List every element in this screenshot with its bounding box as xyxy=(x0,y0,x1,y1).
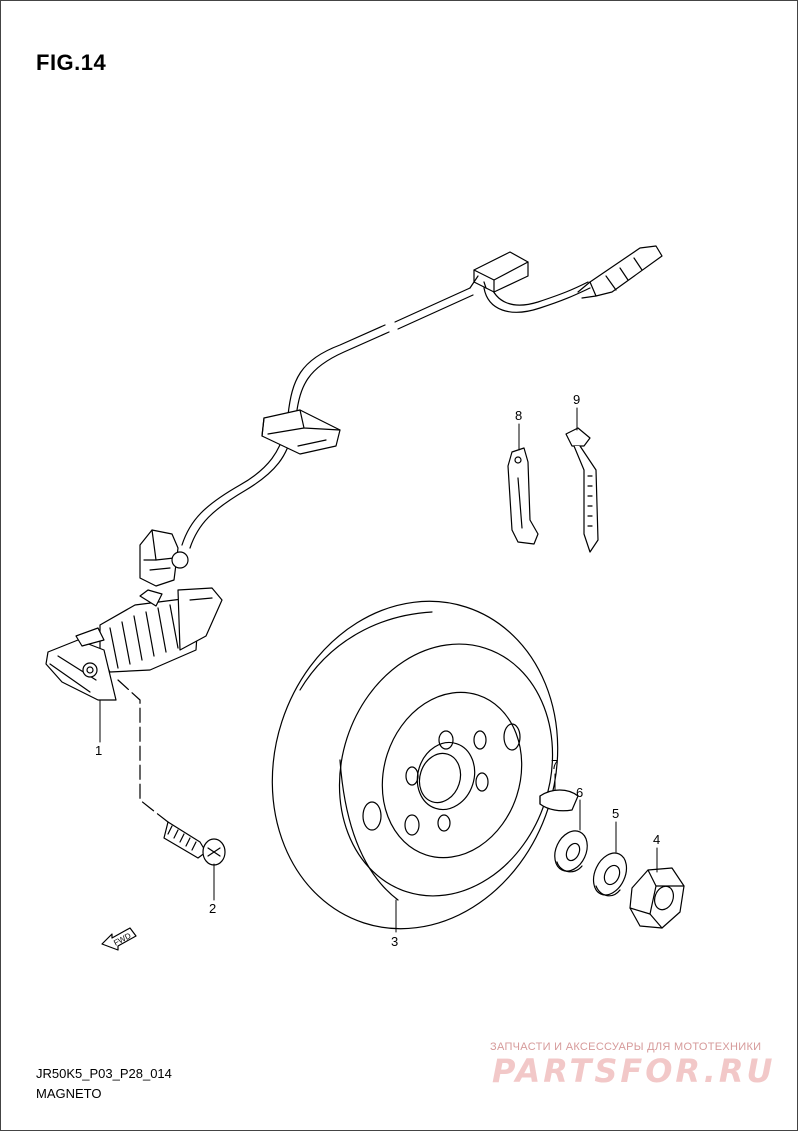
callout-3: 3 xyxy=(391,934,398,949)
wire-harness xyxy=(181,281,591,549)
lock-washer xyxy=(592,852,628,897)
callout-labels: 1 2 3 4 5 6 7 8 9 xyxy=(95,392,660,949)
callout-5: 5 xyxy=(612,806,619,821)
bolt xyxy=(163,821,226,866)
figure-title: FIG.14 xyxy=(36,50,107,75)
assembly-leader-line xyxy=(117,679,169,823)
callout-leaders xyxy=(99,407,658,933)
watermark-subtitle: ЗАПЧАСТИ И АКСЕССУАРЫ ДЛЯ МОТОТЕХНИКИ xyxy=(490,1041,762,1053)
callout-1: 1 xyxy=(95,743,102,758)
callout-4: 4 xyxy=(653,832,660,847)
figure-name: MAGNETO xyxy=(36,1086,102,1101)
wire-connector xyxy=(469,251,529,293)
wire-terminal xyxy=(577,245,663,299)
watermark-logo: PARTSFOR.RU xyxy=(492,1052,776,1090)
callout-7: 7 xyxy=(551,757,558,772)
callout-9: 9 xyxy=(573,392,580,407)
fwd-arrow-icon: FWD xyxy=(101,927,137,951)
clamp xyxy=(507,447,539,545)
grommet xyxy=(261,409,341,455)
figure-code: JR50K5_P03_P28_014 xyxy=(36,1066,172,1081)
callout-2: 2 xyxy=(209,901,216,916)
nut xyxy=(629,867,685,929)
callout-8: 8 xyxy=(515,408,522,423)
callout-6: 6 xyxy=(576,785,583,800)
woodruff-key xyxy=(539,789,579,812)
washer xyxy=(554,830,588,873)
cable-tie xyxy=(565,427,599,553)
flywheel-rotor xyxy=(271,600,559,930)
stator-coil-assembly xyxy=(45,529,223,701)
